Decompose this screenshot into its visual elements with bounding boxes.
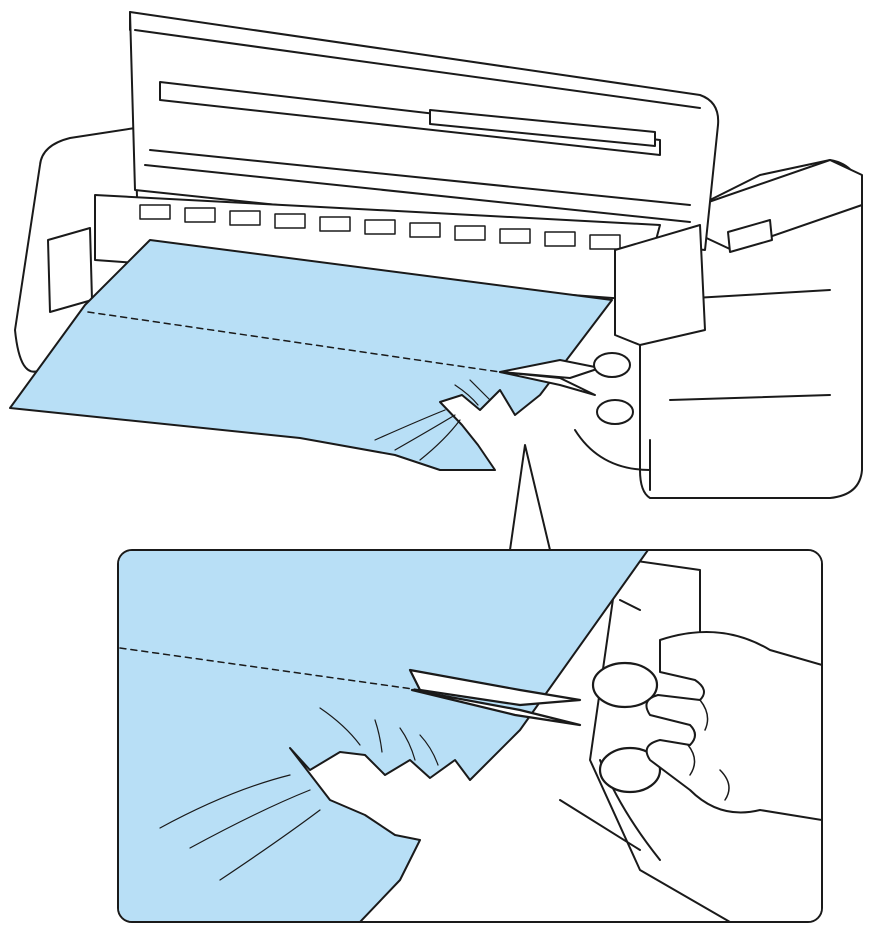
callout-pointer bbox=[510, 445, 550, 550]
printer-base bbox=[575, 430, 650, 470]
printer-left-panel bbox=[48, 228, 92, 312]
scissors-handle-top bbox=[594, 353, 630, 377]
scissors-handle-bottom bbox=[597, 400, 633, 424]
